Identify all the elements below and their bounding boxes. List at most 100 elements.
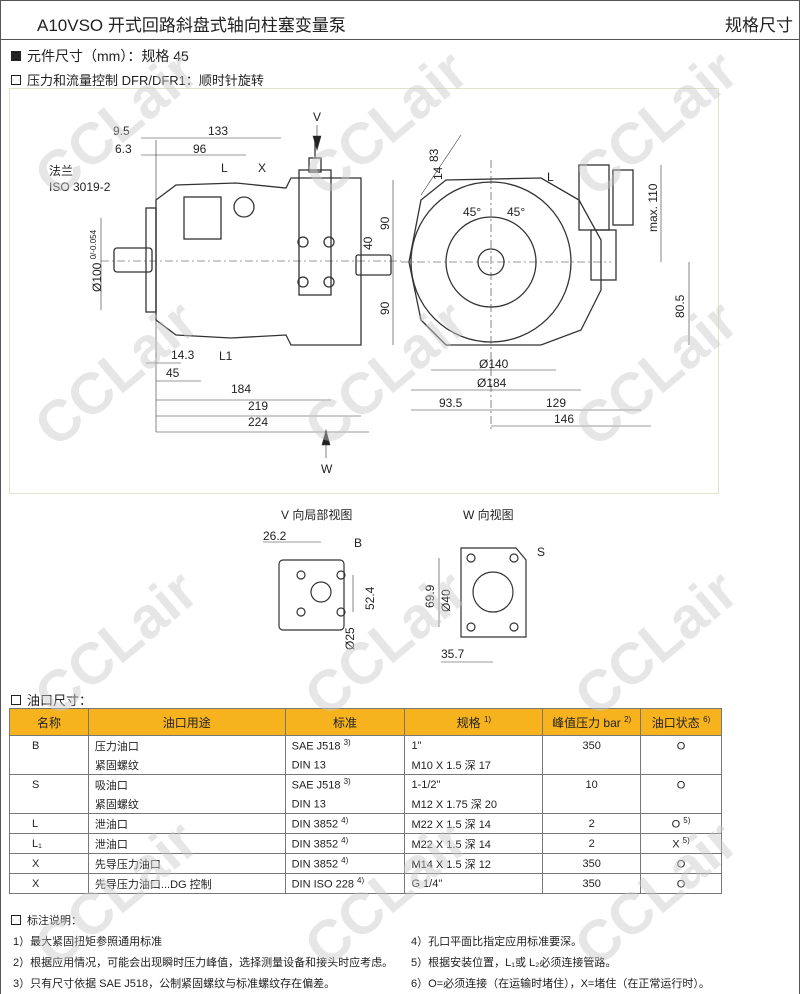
col-header-name: 名称	[9, 708, 89, 736]
angle-45-left: 45°	[463, 205, 482, 219]
col-header-state: 油口状态 6)	[640, 708, 722, 736]
w-view-flange	[438, 547, 527, 663]
v-view-flange	[263, 541, 354, 631]
note-1: 1）最大紧固扭矩参照通用标准	[13, 936, 163, 948]
port-name: L₁	[9, 833, 89, 854]
note-3: 3）只有尺寸依据 SAE J518，公制紧固螺纹与标准螺纹存在偏差。	[13, 978, 336, 990]
port-standard: DIN 13	[284, 794, 406, 814]
dim-40: 40	[361, 236, 375, 250]
port-L1-label: L1	[219, 349, 233, 363]
port-standard: DIN 3852 4)	[284, 833, 406, 854]
port-name: S	[9, 774, 89, 794]
section-title: 标注说明：	[27, 915, 82, 927]
square-icon	[11, 694, 21, 705]
port-L-label: L	[221, 161, 228, 175]
port-use: 先导压力油口...DG 控制	[87, 873, 286, 894]
page-category: 规格尺寸	[725, 16, 793, 35]
front-view-pump	[401, 160, 634, 430]
port-name: X	[9, 873, 89, 894]
dim-d140: Ø140	[479, 357, 509, 371]
section-control: 压力和流量控制 DFR/DFR1：顺时针旋转	[11, 70, 264, 89]
port-state: O	[640, 774, 722, 794]
filled-square-icon	[11, 51, 21, 61]
port-pressure: 350	[542, 853, 642, 874]
dim-14: 14	[431, 166, 445, 180]
dim-52-4: 52.4	[363, 586, 377, 610]
side-view-pump	[101, 140, 401, 346]
port-spec: M22 X 1.5 深 14	[404, 833, 544, 854]
port-use: 压力油口	[87, 735, 286, 755]
port-spec: M12 X 1.75 深 20	[404, 794, 544, 814]
port-use: 紧固螺纹	[87, 755, 286, 775]
section-notes: 标注说明：	[11, 912, 82, 928]
side-view-dimension-lines	[100, 125, 394, 458]
port-S-label: S	[537, 545, 546, 559]
port-pressure	[542, 755, 642, 775]
page-title: A10VSO 开式回路斜盘式轴向柱塞变量泵	[37, 16, 346, 35]
port-name: B	[9, 735, 89, 755]
port-pressure: 2	[542, 813, 642, 834]
col-header-standard: 标准	[284, 708, 406, 736]
port-standard: DIN 3852 4)	[284, 813, 406, 834]
dim-90-top: 90	[378, 216, 392, 230]
section-title: 压力和流量控制 DFR/DFR1：顺时针旋转	[27, 73, 264, 88]
port-pressure: 2	[542, 833, 642, 854]
dim-184: 184	[231, 382, 252, 396]
square-icon	[11, 74, 21, 85]
front-view-dimension-lines	[411, 134, 690, 427]
dim-26-2: 26.2	[263, 529, 287, 543]
dim-35-7: 35.7	[441, 647, 465, 661]
section-ports: 油口尺寸：	[11, 690, 92, 709]
dim-146: 146	[554, 412, 575, 426]
dim-d184: Ø184	[477, 376, 507, 390]
port-L-front-label: L	[547, 170, 554, 184]
col-header-spec: 规格 1)	[404, 708, 544, 736]
port-standard: SAE J518 3)	[284, 774, 406, 794]
dim-d40: Ø40	[439, 589, 453, 612]
angle-45-right: 45°	[507, 205, 526, 219]
dim-133: 133	[208, 124, 229, 138]
port-name: L	[9, 813, 89, 834]
port-spec: M14 X 1.5 深 12	[404, 853, 544, 874]
drawing-frame	[9, 88, 719, 494]
port-spec: 1"	[404, 735, 544, 755]
port-B-label: B	[354, 536, 363, 550]
port-state: O 5)	[640, 813, 722, 834]
port-standard: DIN ISO 228 4)	[284, 873, 406, 894]
dim-d25: Ø25	[343, 627, 357, 650]
dim-69-9: 69.9	[423, 584, 437, 608]
dim-90-bottom: 90	[378, 301, 392, 315]
dim-45: 45	[166, 366, 180, 380]
dim-d100: Ø100 0/-0.054	[89, 230, 104, 292]
col-header-use: 油口用途	[87, 708, 286, 736]
port-state	[640, 755, 722, 775]
port-name	[9, 755, 89, 775]
dim-d100-value: Ø100	[90, 262, 104, 292]
col-header-pressure: 峰值压力 bar 2)	[542, 708, 642, 736]
port-standard: SAE J518 3)	[284, 735, 406, 755]
dim-219: 219	[248, 399, 269, 413]
view-W-arrow-label: W	[321, 462, 333, 476]
note-4: 4）孔口平面比指定应用标准要深。	[411, 936, 583, 948]
port-state: O	[640, 853, 722, 874]
dim-9-5: 9.5	[113, 124, 130, 138]
port-name: X	[9, 853, 89, 874]
port-state: X 5)	[640, 833, 722, 854]
port-pressure: 10	[542, 774, 642, 794]
dim-129: 129	[546, 396, 567, 410]
port-pressure: 350	[542, 873, 642, 894]
dim-d100-tolerance: 0/-0.054	[89, 229, 98, 260]
port-state: O	[640, 735, 722, 755]
port-state: O	[640, 873, 722, 894]
port-spec: M22 X 1.5 深 14	[404, 813, 544, 834]
port-spec: M10 X 1.5 深 17	[404, 755, 544, 775]
dim-80-5: 80.5	[673, 294, 687, 318]
table-header-row: 名称 油口用途 标准 规格 1) 峰值压力 bar 2) 油口状态 6)	[9, 708, 722, 736]
